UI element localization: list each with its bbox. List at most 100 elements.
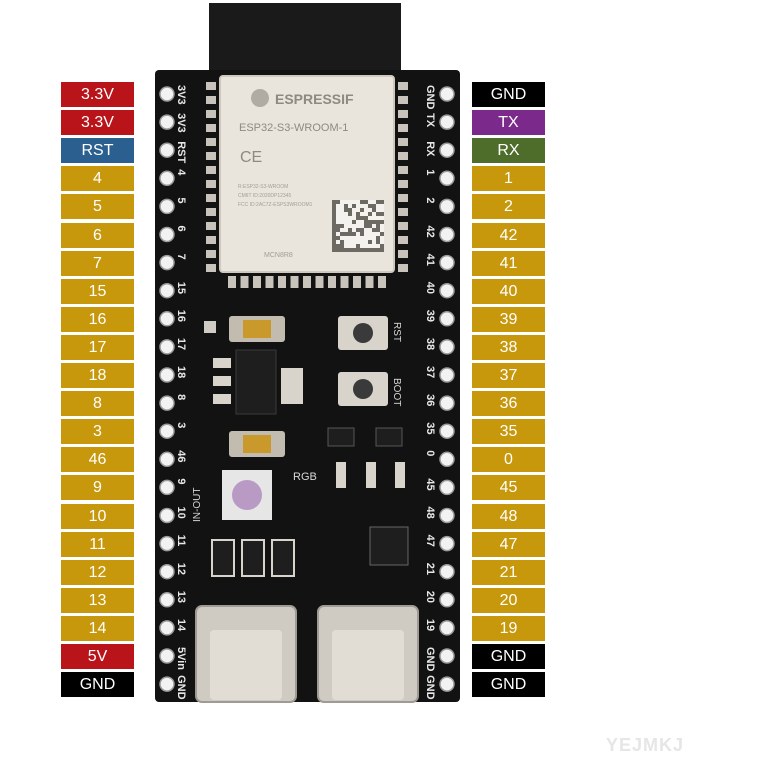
pin-hole-right-11: [439, 395, 455, 411]
pin-hole-right-15: [439, 507, 455, 524]
left-pin-header: [159, 86, 175, 692]
right-silkscreen: GNDTXRX1242414039383736350454847212019GN…: [424, 85, 436, 700]
pin-label-left-0: 3.3V: [61, 82, 134, 107]
module-pad: [253, 276, 261, 288]
capacitor-body: [243, 435, 271, 453]
pin-label-left-15: 10: [61, 503, 134, 529]
pin-label-left-4: 5: [61, 194, 134, 220]
pin-silk-left-17: 12: [175, 563, 187, 575]
pin-silk-left-13: 46: [175, 450, 187, 462]
capacitor-body: [243, 320, 271, 338]
pin-label-left-13: 46: [61, 447, 134, 473]
usb-uart-chip: [369, 526, 409, 566]
module-pad: [398, 96, 408, 104]
pin-hole-left-18: [159, 592, 175, 608]
pin-hole-right-12: [439, 423, 455, 439]
watermark: YEJMKJ: [606, 735, 685, 755]
pin-label-right-9: 38: [472, 334, 545, 360]
module-pad: [340, 276, 349, 288]
module-pad: [365, 276, 374, 288]
pin-silk-left-11: 8: [175, 394, 187, 400]
left-silkscreen: 3V33V3RST4567151617188346910111213145Vin…: [175, 85, 187, 700]
pin-hole-left-1: [159, 114, 175, 130]
in-out-silk-label: IN-OUT: [192, 488, 203, 522]
rst-button-cap[interactable]: [353, 323, 373, 343]
pin-silk-left-8: 16: [175, 310, 187, 322]
pin-label-left-8: 16: [61, 306, 134, 332]
pin-label-left-7: 15: [61, 278, 134, 304]
module-pad: [398, 152, 408, 160]
regulator-tab: [281, 368, 303, 404]
pin-label-right-2: RX: [472, 138, 545, 164]
module-small-text: CMIIT ID:2020DP12345: [238, 193, 291, 199]
module-pad: [206, 138, 216, 146]
module-pad: [353, 276, 361, 288]
pin-silk-right-6: 41: [424, 254, 436, 266]
pin-silk-right-17: 21: [424, 563, 436, 575]
pin-label-left-19: 14: [61, 615, 134, 641]
module-pad: [398, 264, 408, 272]
module-pad: [290, 276, 299, 288]
pin-hole-right-4: [439, 198, 455, 215]
module-pad: [398, 110, 408, 118]
module-pad: [206, 96, 216, 104]
pin-silk-left-1: 3V3: [175, 113, 187, 133]
pin-silk-right-16: 47: [424, 535, 436, 547]
pin-silk-right-12: 35: [424, 422, 436, 434]
boot-silk-label: BOOT: [391, 378, 402, 406]
pin-label-left-16: 11: [61, 531, 134, 557]
led: [336, 462, 346, 488]
pin-silk-right-2: RX: [424, 141, 436, 157]
module-antenna: [209, 3, 401, 77]
pin-silk-right-4: 2: [424, 197, 436, 203]
pin-label-right-16: 47: [472, 531, 545, 557]
pin-label-right-20: GND: [472, 644, 545, 669]
pin-hole-left-17: [159, 563, 175, 580]
pin-label-right-1: TX: [472, 110, 545, 136]
pin-silk-left-16: 11: [175, 535, 187, 547]
pin-label-right-18: 20: [472, 587, 545, 613]
pin-hole-left-6: [159, 254, 175, 271]
module-pad: [206, 124, 216, 132]
pin-label-right-14: 45: [472, 475, 545, 501]
pin-silk-right-21: GND: [424, 675, 436, 700]
pin-silk-right-9: 38: [424, 338, 436, 350]
pin-hole-left-8: [159, 311, 175, 327]
pin-hole-left-20: [159, 648, 175, 664]
diode: [271, 539, 295, 577]
pin-label-left-3: 4: [61, 166, 134, 192]
pin-silk-left-18: 13: [175, 591, 187, 603]
module-pad: [206, 236, 216, 244]
module-pad: [206, 180, 216, 188]
pin-hole-left-7: [159, 282, 175, 299]
regulator-leg: [213, 358, 231, 368]
transistor: [375, 427, 403, 447]
module-pad: [398, 166, 408, 174]
pin-label-left-14: 9: [61, 475, 134, 501]
pin-hole-left-2: [159, 142, 175, 158]
module-pad: [206, 110, 216, 118]
pin-silk-left-7: 15: [175, 282, 187, 294]
pin-silk-right-18: 20: [424, 591, 436, 603]
module-pad: [378, 276, 386, 288]
pin-hole-right-0: [439, 86, 455, 102]
module-name: ESP32-S3-WROOM-1: [239, 122, 348, 134]
boot-button-cap[interactable]: [353, 379, 373, 399]
pin-hole-left-13: [159, 451, 175, 468]
voltage-regulator: [235, 349, 277, 415]
module-brand: ESPRESSIF: [275, 91, 354, 107]
pin-silk-right-10: 37: [424, 366, 436, 378]
pin-silk-right-0: GND: [424, 85, 436, 110]
pin-hole-right-5: [439, 226, 455, 243]
pin-silk-left-9: 17: [175, 338, 187, 350]
pin-label-left-2: RST: [61, 138, 134, 164]
usb-c-port: [210, 630, 282, 700]
pin-label-right-4: 2: [472, 194, 545, 220]
module-small-text: R:ESP32-S3-WROOM: [238, 184, 288, 190]
module-pad: [328, 276, 336, 288]
pin-label-left-12: 3: [61, 419, 134, 445]
pin-hole-right-21: [439, 676, 455, 692]
datamatrix-code-icon: [332, 200, 384, 252]
pin-label-left-18: 13: [61, 587, 134, 613]
espressif-logo-icon: [251, 89, 269, 107]
